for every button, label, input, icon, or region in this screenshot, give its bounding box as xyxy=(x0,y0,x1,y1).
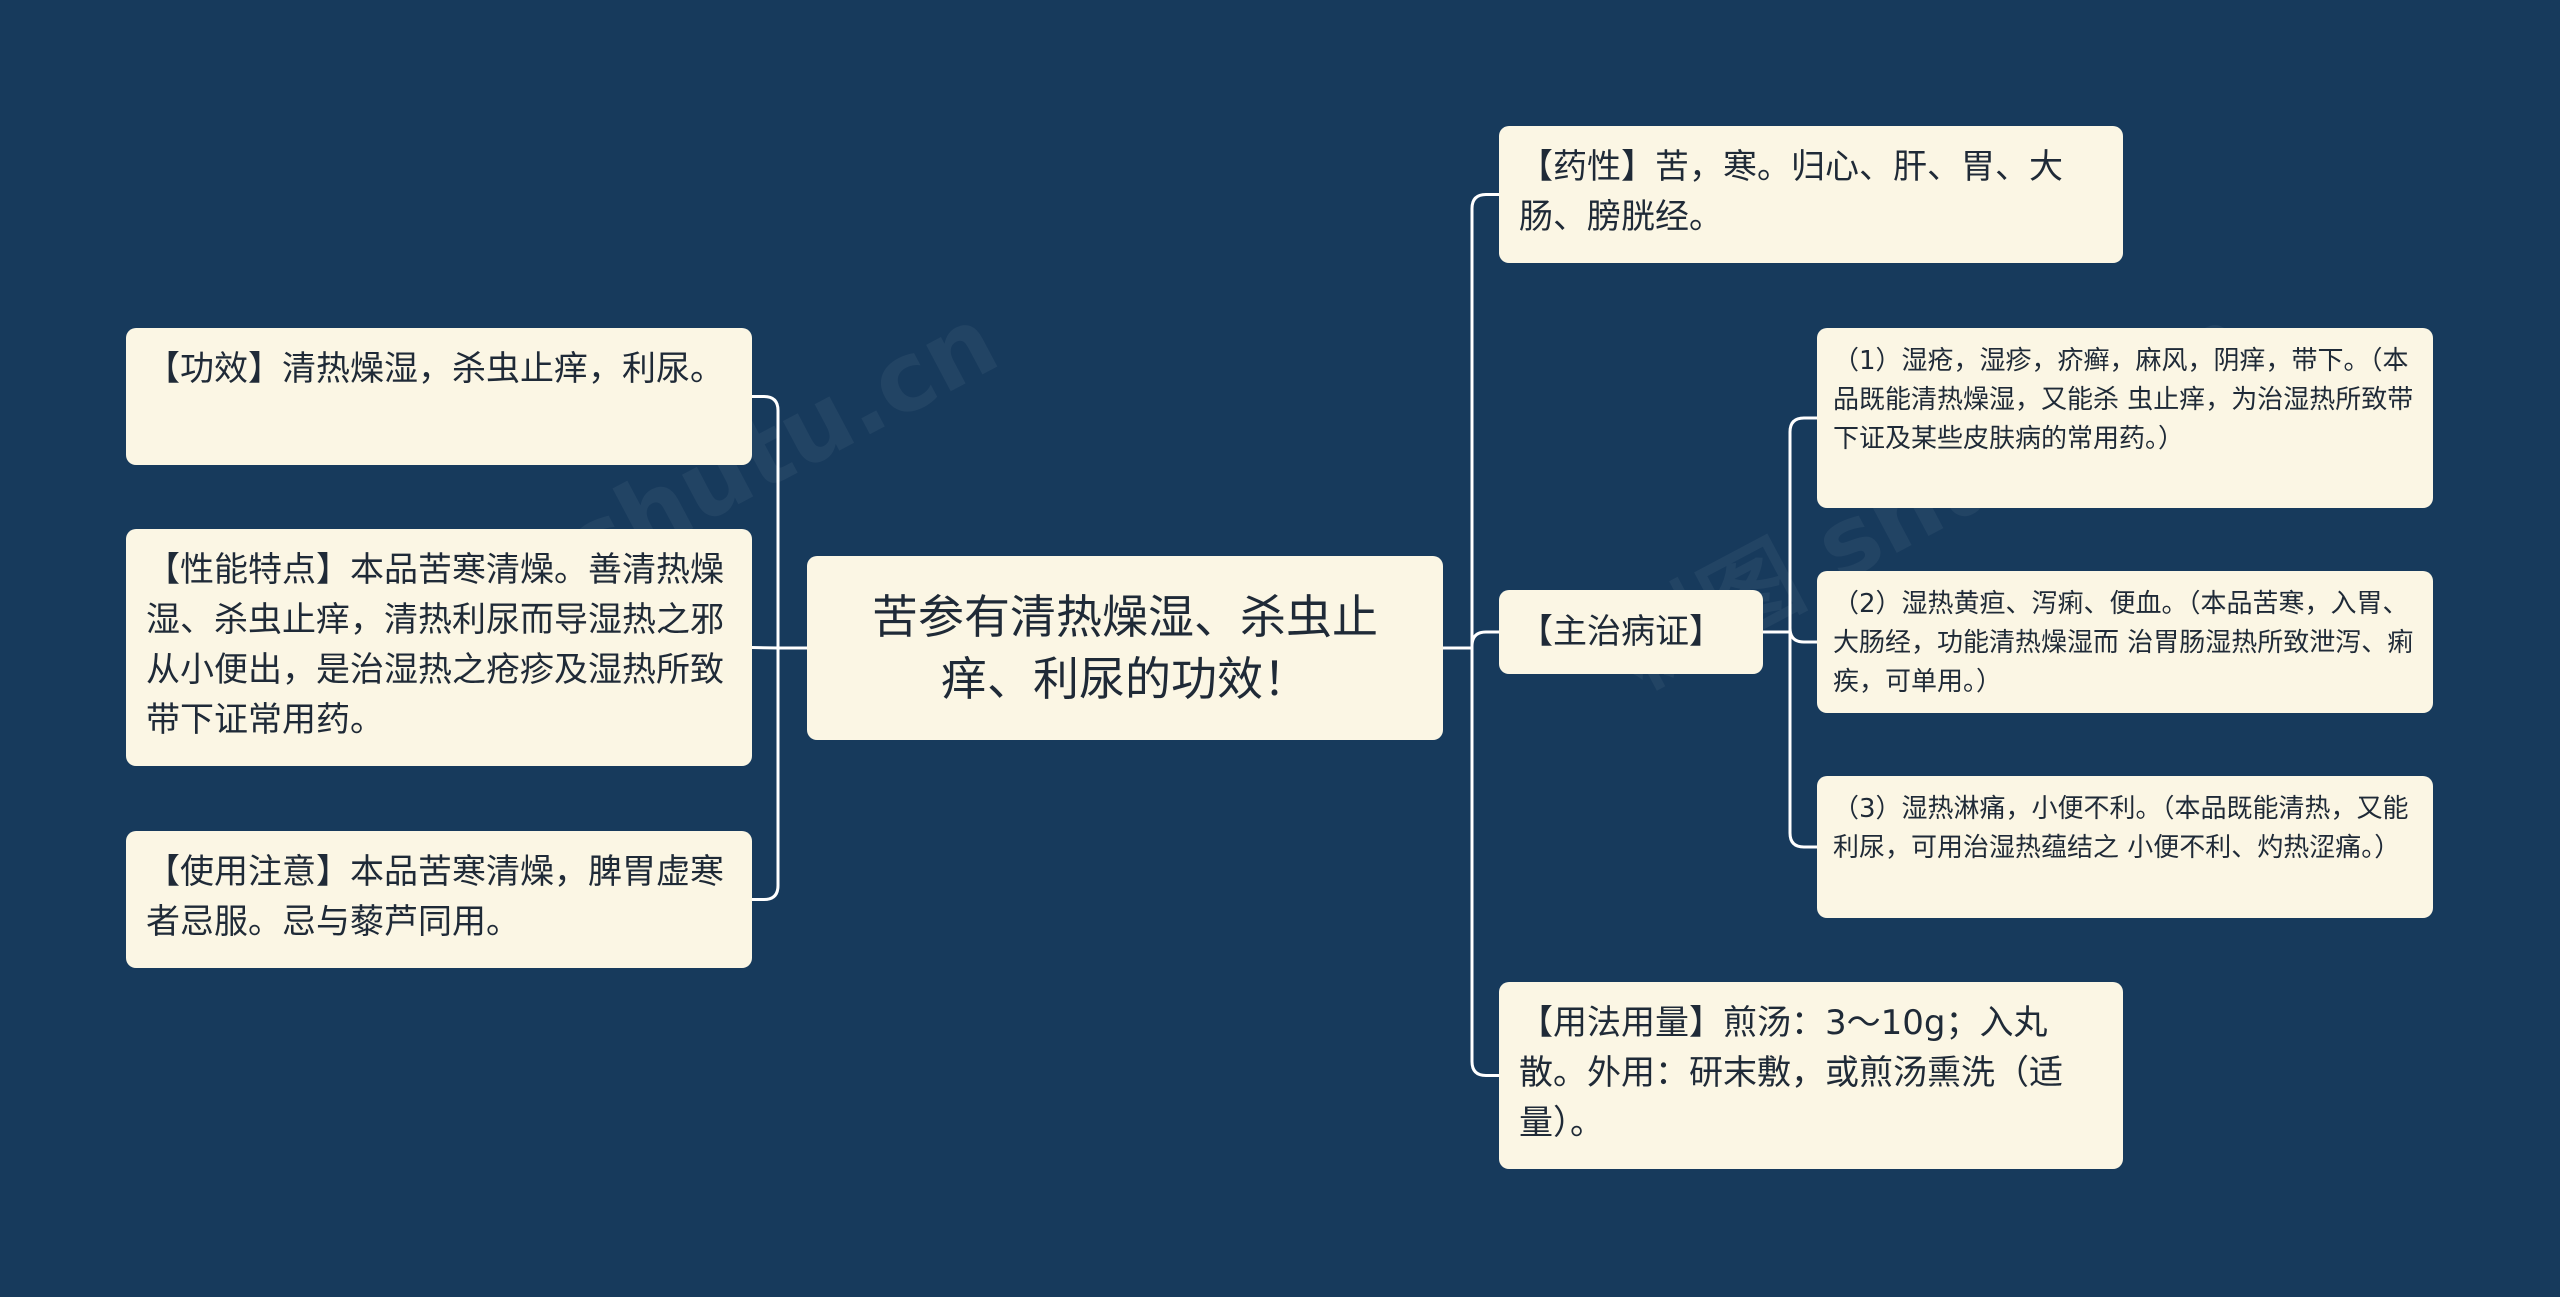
indication-item-3-text: （3）湿热淋痛，小便不利。（本品既能清热，又能利尿，可用治湿热蕴结之 小便不利、… xyxy=(1833,794,2409,863)
branch-precautions[interactable]: 【使用注意】本品苦寒清燥，脾胃虚寒者忌服。忌与藜芦同用。 xyxy=(126,831,752,968)
indication-item-3[interactable]: （3）湿热淋痛，小便不利。（本品既能清热，又能利尿，可用治湿热蕴结之 小便不利、… xyxy=(1817,776,2433,918)
indication-connector-link-3 xyxy=(1788,632,1817,849)
indication-item-1-text: （1）湿疮，湿疹，疥癣，麻风，阴痒，带下。（本品既能清热燥湿，又能杀 虫止痒，为… xyxy=(1833,346,2414,454)
right-connector-link-2 xyxy=(1470,630,1499,648)
central-topic-text: 苦参有清热燥湿、杀虫止痒、利尿的功效！ xyxy=(872,590,1378,706)
indication-item-2-text: （2）湿热黄疸、泻痢、便血。（本品苦寒，入胃、大肠经，功能清热燥湿而 治胃肠湿热… xyxy=(1833,589,2414,697)
left-connector-link-2 xyxy=(751,646,779,650)
central-topic[interactable]: 苦参有清热燥湿、杀虫止痒、利尿的功效！ xyxy=(807,556,1443,740)
right-connector-link-1 xyxy=(1470,193,1499,648)
indication-item-2[interactable]: （2）湿热黄疸、泻痢、便血。（本品苦寒，入胃、大肠经，功能清热燥湿而 治胃肠湿热… xyxy=(1817,571,2433,713)
branch-properties-text: 【性能特点】本品苦寒清燥。善清热燥湿、杀虫止痒，清热利尿而导湿热之邪从小便出，是… xyxy=(146,550,724,740)
branch-nature-text: 【药性】苦，寒。归心、肝、胃、大肠、膀胱经。 xyxy=(1519,147,2063,237)
branch-nature[interactable]: 【药性】苦，寒。归心、肝、胃、大肠、膀胱经。 xyxy=(1499,126,2123,263)
indication-connector-link-1 xyxy=(1788,416,1817,632)
branch-indications-text: 【主治病证】 xyxy=(1519,612,1723,652)
right-connector-link-3 xyxy=(1470,648,1499,1077)
left-connector-link-3 xyxy=(752,648,780,901)
branch-efficacy[interactable]: 【功效】清热燥湿，杀虫止痒，利尿。 xyxy=(126,328,752,465)
branch-dosage-text: 【用法用量】煎汤：3～10g；入丸散。外用：研末敷，或煎汤熏洗（适量）。 xyxy=(1519,1003,2063,1143)
branch-precautions-text: 【使用注意】本品苦寒清燥，脾胃虚寒者忌服。忌与藜芦同用。 xyxy=(146,852,724,942)
branch-indications[interactable]: 【主治病证】 xyxy=(1499,590,1763,674)
indication-item-1[interactable]: （1）湿疮，湿疹，疥癣，麻风，阴痒，带下。（本品既能清热燥湿，又能杀 虫止痒，为… xyxy=(1817,328,2433,508)
branch-dosage[interactable]: 【用法用量】煎汤：3～10g；入丸散。外用：研末敷，或煎汤熏洗（适量）。 xyxy=(1499,982,2123,1169)
left-connector-link-1 xyxy=(752,395,780,648)
branch-properties[interactable]: 【性能特点】本品苦寒清燥。善清热燥湿、杀虫止痒，清热利尿而导湿热之邪从小便出，是… xyxy=(126,529,752,766)
indication-connector-link-2 xyxy=(1788,627,1817,644)
branch-efficacy-text: 【功效】清热燥湿，杀虫止痒，利尿。 xyxy=(146,349,724,389)
